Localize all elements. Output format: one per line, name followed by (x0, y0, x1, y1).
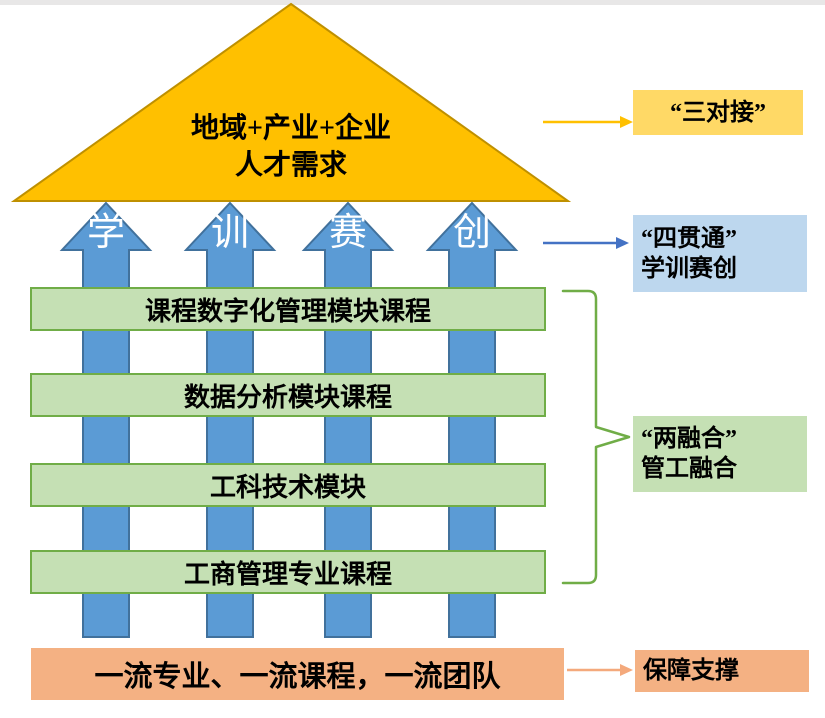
flow-arrow-label-chuang: 创 (452, 212, 491, 254)
connector-arrowhead-blue (616, 237, 629, 249)
annotation-two-integrations: “两融合” 管工融合 (633, 416, 807, 492)
annotation-line: 保障支撑 (643, 658, 739, 684)
module-bar-label: 数据分析模块课程 (183, 382, 392, 412)
module-bar-engineering-tech: 工科技术模块 (30, 463, 546, 507)
annotation-line: “两融合” (641, 426, 737, 452)
annotation-support: 保障支撑 (635, 650, 809, 692)
annotation-three-alignments: “三对接” (633, 90, 803, 135)
pyramid-title-line1: 地域+产业+企业 (191, 113, 391, 144)
foundation-bar: 一流专业、一流课程，一流团队 (31, 648, 564, 700)
module-bar-label: 课程数字化管理模块课程 (144, 296, 431, 326)
slide-edge-strip (0, 0, 825, 5)
module-bar-business-admin: 工商管理专业课程 (30, 550, 546, 594)
pyramid-title-line2: 人才需求 (234, 150, 347, 181)
module-bar-label: 工商管理专业课程 (183, 559, 392, 589)
connector-arrowhead-orange (620, 664, 633, 676)
module-bar-digital-management: 课程数字化管理模块课程 (30, 287, 546, 331)
annotation-line: 学训赛创 (641, 255, 737, 282)
foundation-bar-label: 一流专业、一流课程，一流团队 (94, 661, 501, 693)
annotation-line: “四贯通” (641, 225, 737, 252)
annotation-four-throughs: “四贯通” 学训赛创 (633, 215, 807, 292)
annotation-line: 管工融合 (641, 456, 737, 482)
pyramid-title: 地域+产业+企业 人才需求 (130, 110, 452, 184)
flow-arrow-label-xun: 训 (210, 212, 249, 254)
connector-arrowhead-yellow (620, 116, 633, 128)
grouping-brace (561, 289, 631, 585)
flow-arrow-label-xue: 学 (86, 212, 125, 254)
module-bar-label: 工科技术模块 (209, 472, 366, 502)
flow-arrow-label-sai: 赛 (328, 212, 367, 254)
module-bar-data-analysis: 数据分析模块课程 (30, 373, 546, 417)
annotation-line: “三对接” (670, 99, 766, 126)
demand-pyramid-shape (10, 2, 572, 202)
